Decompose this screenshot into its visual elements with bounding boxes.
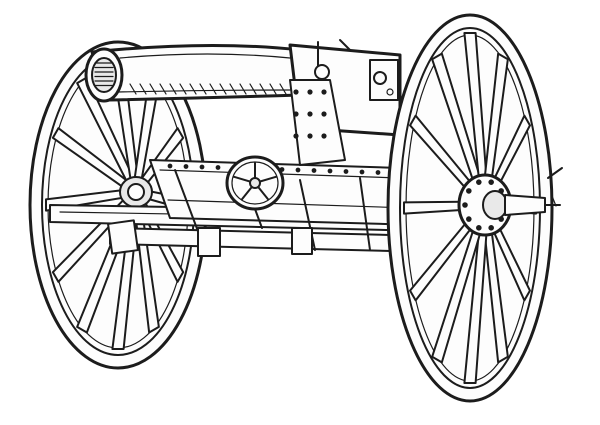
hatch-line — [169, 83, 177, 95]
frame-rivet — [167, 163, 173, 169]
hatch-line — [259, 83, 267, 95]
hub-bolt — [476, 179, 482, 185]
frame-rivet — [199, 164, 205, 170]
gear-rivet — [321, 133, 327, 139]
gear-rivet — [307, 111, 313, 117]
hub-bolt — [488, 225, 494, 231]
hub-bolt — [466, 216, 472, 222]
frame-rivet — [375, 170, 381, 175]
hatch-line — [149, 83, 157, 95]
hatch-line — [229, 83, 237, 95]
frame-rivet — [311, 168, 317, 173]
gear-rivet — [293, 133, 299, 139]
frame-rivet — [295, 167, 301, 173]
gear-rivet — [321, 89, 327, 95]
frame-rivet — [359, 169, 365, 175]
gear-rivet — [307, 133, 313, 139]
left-wheel-spokes — [45, 60, 191, 350]
hatch-line — [189, 83, 197, 95]
hub-bolt — [476, 225, 482, 231]
engraving-hatching — [129, 83, 287, 95]
hub-bolt — [466, 188, 472, 194]
hatch-line — [129, 83, 137, 95]
hatch-line — [159, 83, 167, 95]
hatch-line — [269, 83, 277, 95]
hatch-line — [219, 83, 227, 95]
frame-rivet — [215, 165, 221, 170]
hatch-line — [209, 83, 217, 95]
frame-rivet — [327, 168, 333, 174]
gear-rivet — [293, 111, 299, 117]
right-wheel — [386, 13, 563, 403]
hatch-line — [279, 83, 287, 95]
hub-bolt — [462, 202, 468, 208]
frame-rivet — [343, 169, 349, 174]
gear-rivet — [293, 89, 299, 95]
frame-rivet — [183, 164, 189, 169]
hub-bolt — [488, 179, 494, 185]
hatch-line — [249, 83, 257, 95]
muzzle-bore — [94, 62, 114, 87]
hatch-line — [179, 83, 187, 95]
hatch-line — [139, 83, 147, 95]
elevating-mechanism — [225, 79, 346, 229]
left-wheel — [28, 40, 208, 370]
hatch-line — [239, 83, 247, 95]
gear-rivet — [321, 111, 327, 117]
gear-rivets — [293, 89, 327, 139]
hatch-line — [199, 83, 207, 95]
gear-rivet — [307, 89, 313, 95]
